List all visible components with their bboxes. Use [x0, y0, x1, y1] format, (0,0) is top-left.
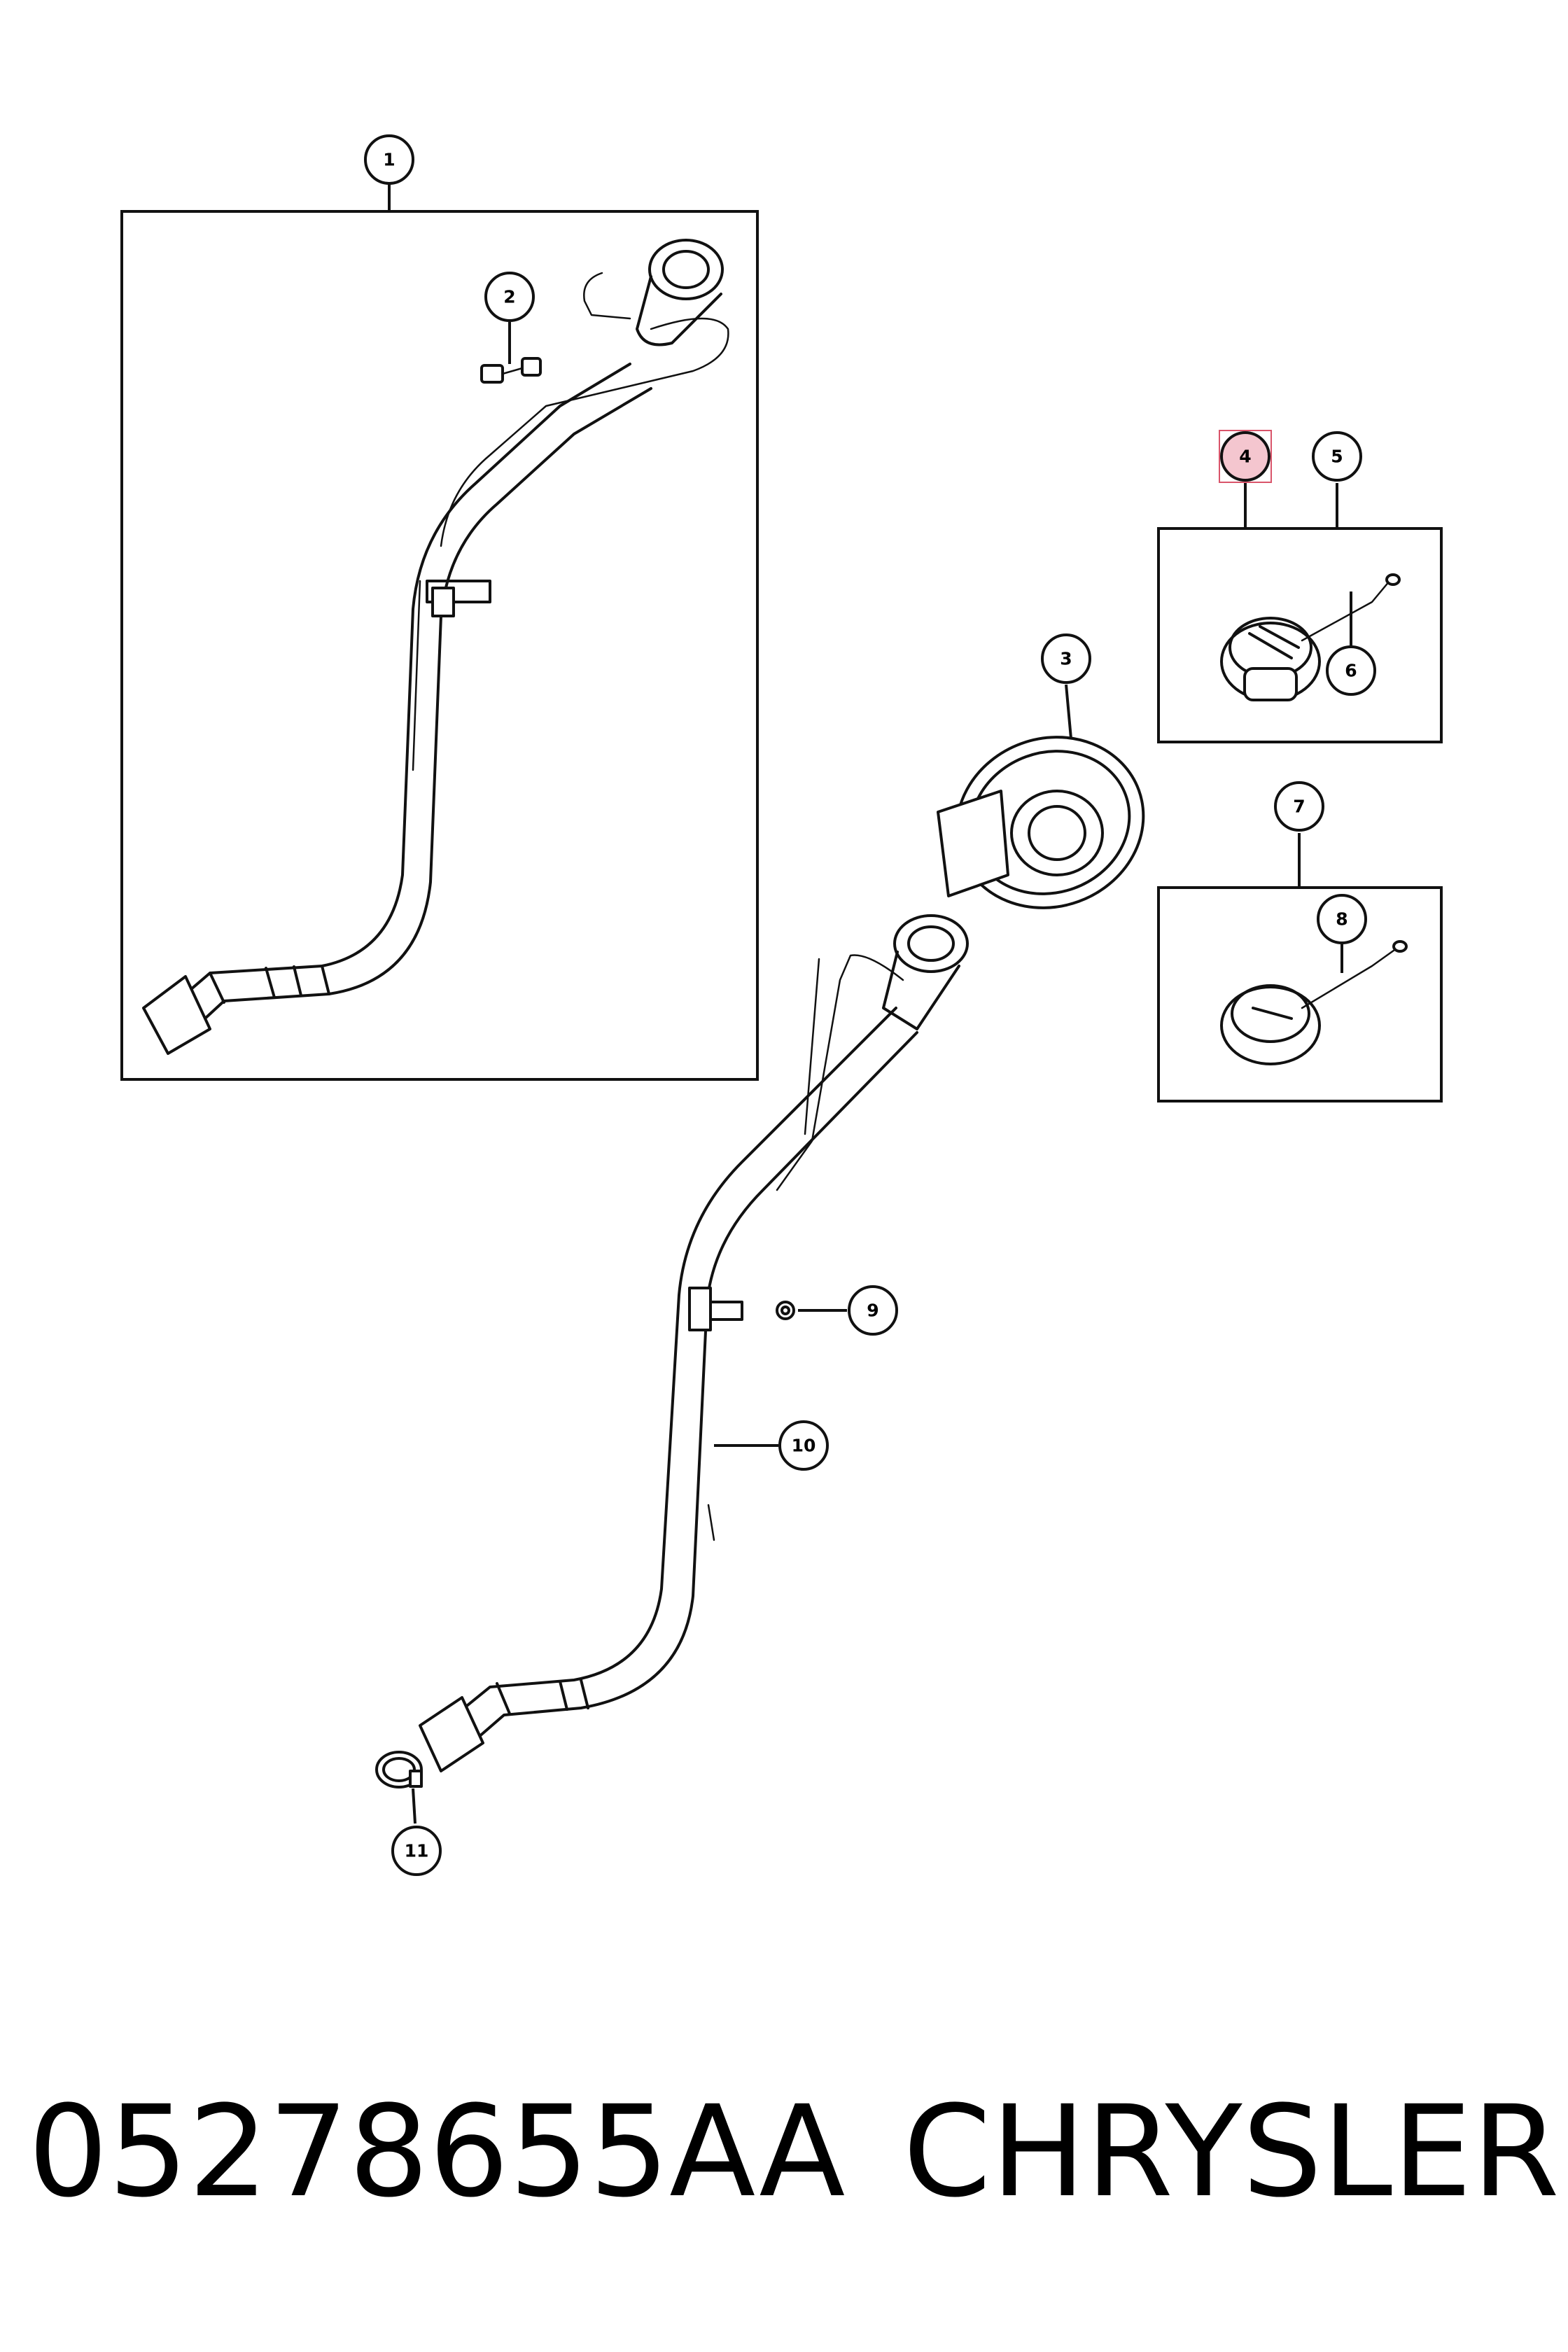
- svg-text:1: 1: [383, 150, 395, 170]
- svg-text:5: 5: [1331, 447, 1343, 467]
- callout-6: 6: [1326, 645, 1376, 696]
- leader-3: [1065, 684, 1072, 739]
- callout-2: 2: [484, 272, 535, 322]
- hose-clamp: [375, 1751, 423, 1788]
- callout-8: 8: [1317, 894, 1367, 944]
- filler-tube: [419, 914, 969, 1772]
- leader-4-5: [1244, 483, 1338, 530]
- svg-text:6: 6: [1345, 661, 1357, 681]
- callout-1: 1: [364, 134, 414, 185]
- assembly-box-1: [120, 210, 759, 1081]
- svg-text:3: 3: [1060, 649, 1072, 669]
- svg-text:4: 4: [1239, 447, 1251, 467]
- svg-text:2: 2: [503, 287, 515, 307]
- callout-4: 4: [1219, 430, 1272, 483]
- callout-10: 10: [778, 1420, 829, 1471]
- fuel-cap-alt: [1220, 984, 1321, 1065]
- svg-text:11: 11: [405, 1841, 429, 1861]
- svg-text:7: 7: [1293, 797, 1305, 817]
- leader-11: [412, 1788, 416, 1824]
- callout-9: 9: [848, 1285, 898, 1336]
- nut: [776, 1301, 795, 1320]
- callout-5: 5: [1312, 431, 1362, 482]
- tether-6: [1301, 580, 1391, 642]
- fuel-cap: [1220, 617, 1321, 701]
- callout-3: 3: [1041, 634, 1091, 684]
- callout-7: 7: [1274, 781, 1324, 832]
- fuel-filler-housing: [937, 736, 1145, 909]
- vent-connector: [480, 357, 542, 384]
- part-number: 05278655AA: [28, 2079, 846, 2225]
- manufacturer-name: CHRYSLER: [903, 2079, 1560, 2225]
- callout-11: 11: [391, 1826, 442, 1876]
- svg-text:9: 9: [867, 1301, 878, 1321]
- caption: 05278655AA CHRYSLER: [0, 2068, 1568, 2236]
- svg-text:10: 10: [792, 1436, 816, 1456]
- svg-text:8: 8: [1336, 909, 1348, 930]
- filler-tube-assembly: [142, 239, 729, 1055]
- tether-8: [1301, 947, 1398, 1009]
